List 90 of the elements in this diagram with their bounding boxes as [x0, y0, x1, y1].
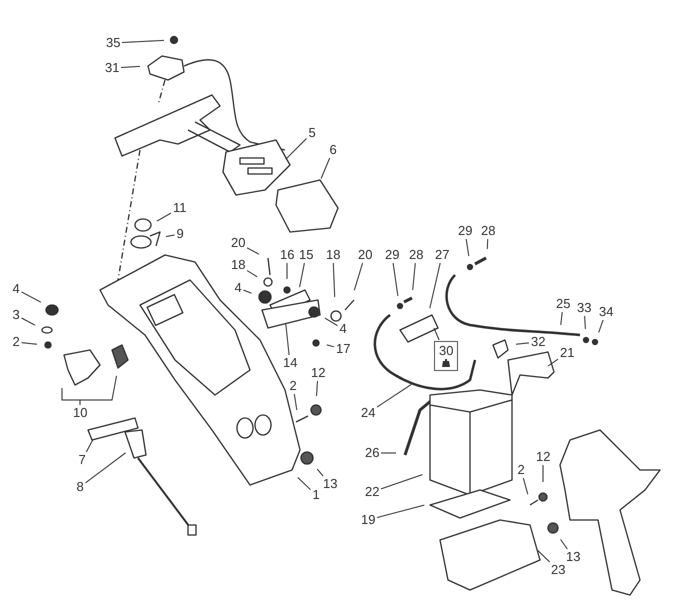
leader-line	[246, 270, 258, 278]
callout-box	[434, 341, 458, 371]
leader-line	[316, 380, 318, 396]
callout-number: 31	[104, 61, 120, 75]
leader-line	[380, 452, 396, 454]
leader-line	[354, 262, 364, 291]
leader-line	[380, 474, 423, 490]
callout-number: 11	[172, 201, 188, 215]
callout-number: 7	[78, 453, 87, 467]
leader-line	[392, 262, 398, 297]
callout-number: 23	[550, 563, 566, 577]
leader-line	[584, 316, 586, 330]
callout-number: 18	[230, 258, 246, 272]
callout-number: 27	[434, 248, 450, 262]
callout-number: 10	[72, 406, 88, 420]
callout-number: 30	[439, 344, 454, 358]
callout-number: 25	[555, 297, 572, 311]
leader-line	[332, 262, 336, 298]
leader-line	[516, 342, 530, 345]
callout-number: 35	[105, 36, 122, 50]
callout-number: 19	[360, 513, 376, 527]
leader-line	[326, 344, 334, 348]
callout-number: 12	[535, 450, 552, 464]
leader-line	[376, 384, 412, 408]
leader-line	[466, 238, 470, 257]
leader-line	[165, 234, 175, 238]
leader-line	[299, 262, 305, 288]
leader-line	[560, 539, 568, 550]
leader-line	[297, 477, 311, 490]
callout-number: 28	[480, 224, 496, 238]
leader-line	[324, 318, 338, 326]
leader-line	[21, 318, 36, 326]
callout-number: 20	[357, 248, 374, 262]
callout-number: 24	[360, 406, 376, 420]
leader-line	[598, 320, 604, 333]
leader-line	[286, 262, 288, 280]
callout-number: 15	[298, 248, 314, 262]
leader-line	[316, 468, 324, 476]
callout-number: 17	[335, 342, 352, 356]
leader-line	[429, 262, 441, 309]
leader-line	[285, 138, 307, 160]
callout-number: 28	[408, 248, 424, 262]
callout-number: 18	[325, 248, 342, 262]
callout-number: 9	[176, 227, 185, 241]
callout-number: 13	[322, 477, 338, 491]
leader-line	[86, 438, 94, 452]
callout-number: 22	[364, 485, 380, 499]
callout-number: 20	[230, 236, 246, 250]
callout-number: 3	[12, 308, 21, 322]
leader-line	[548, 358, 558, 366]
leader-line	[542, 464, 544, 482]
leader-line	[21, 291, 42, 303]
callout-number: 16	[279, 248, 296, 262]
leader-line	[376, 504, 425, 518]
callout-number: 29	[384, 248, 400, 262]
leader-line	[122, 40, 164, 43]
callout-number: 26	[364, 446, 380, 460]
callout-number: 2	[288, 379, 298, 393]
leader-line	[120, 66, 140, 68]
callout-number: 4	[234, 281, 243, 295]
callout-number: 13	[565, 550, 582, 564]
callout-number: 2	[516, 463, 526, 477]
leader-line	[486, 238, 488, 250]
leader-line	[294, 394, 298, 411]
callout-number: 34	[598, 305, 614, 319]
leader-line	[434, 328, 440, 340]
callout-number: 29	[457, 224, 474, 238]
callout-number: 32	[530, 335, 546, 349]
leader-line	[320, 158, 330, 180]
callout-number: 21	[559, 346, 576, 360]
leader-line	[560, 312, 563, 326]
callout-number: 14	[282, 356, 298, 370]
callout-number: 5	[308, 126, 317, 140]
callout-number: 12	[310, 366, 326, 380]
callout-number: 6	[328, 143, 338, 157]
callout-number: 33	[576, 301, 592, 315]
callout-number: 4	[338, 322, 348, 336]
leader-line	[246, 247, 260, 255]
leader-line	[285, 324, 290, 356]
callout-number: 8	[76, 480, 85, 494]
callout-number: 1	[312, 488, 321, 502]
callout-number: 2	[12, 335, 21, 349]
leader-line	[243, 290, 252, 294]
leader-line	[156, 212, 172, 222]
leader-line	[537, 550, 550, 562]
leader-line	[85, 452, 126, 484]
leader-line	[412, 262, 416, 290]
leader-line	[522, 478, 528, 495]
callout-number: 4	[12, 282, 21, 296]
leader-line	[21, 342, 38, 345]
